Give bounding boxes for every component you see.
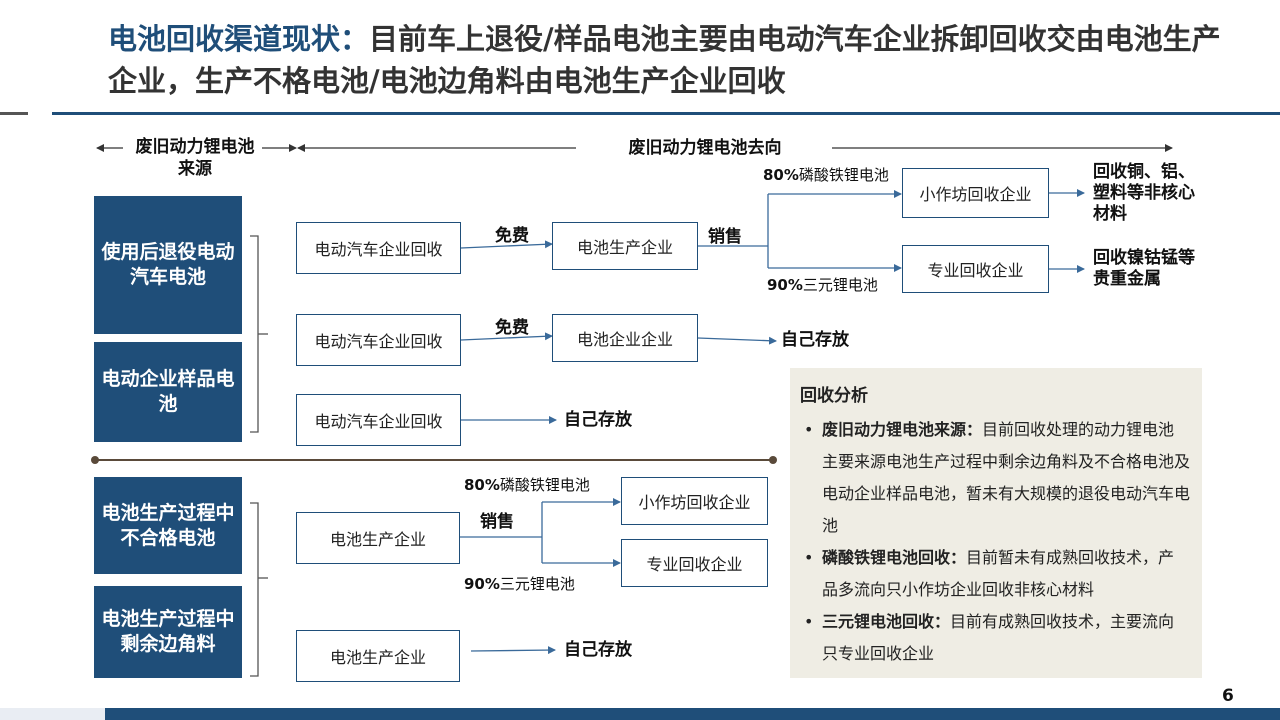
result-self-store-3: 自己存放 — [564, 640, 632, 660]
analysis-item-ncm: 三元锂电池回收：目前有成熟回收技术，主要流向只专业回收企业 — [800, 606, 1190, 670]
node-ev-recycle-3: 电动汽车企业回收 — [296, 394, 461, 446]
node-pro-recycler-2: 专业回收企业 — [621, 539, 768, 587]
source-defective-battery: 电池生产过程中不合格电池 — [94, 477, 242, 574]
label-sale-1: 销售 — [708, 227, 742, 247]
title-rule-left — [0, 112, 28, 115]
title-highlight: 电池回收渠道现状： — [108, 22, 370, 56]
header-destination: 废旧动力锂电池去向 — [628, 138, 782, 158]
footer-left-strip — [0, 708, 105, 720]
label-free-1: 免费 — [495, 226, 529, 246]
label-ncm-1: 90%三元锂电池 — [767, 276, 878, 294]
title-rest: 目前车上退役/样品电池主要由电动汽车企业拆卸回收交由电池生产企业，生产不格电池/… — [108, 22, 1221, 98]
title-rule — [52, 112, 1280, 115]
footer-bar — [105, 708, 1280, 720]
label-free-2: 免费 — [495, 318, 529, 338]
analysis-item-source: 废旧动力锂电池来源：目前回收处理的动力锂电池主要来源电池生产过程中剩余边角料及不… — [800, 414, 1190, 542]
node-ev-recycle-1: 电动汽车企业回收 — [296, 222, 461, 274]
node-pro-recycler-1: 专业回收企业 — [902, 245, 1049, 293]
analysis-heading: 回收分析 — [800, 386, 868, 406]
label-sale-2: 销售 — [480, 512, 514, 532]
node-battery-maker-2: 电池生产企业 — [296, 512, 460, 564]
node-battery-maker-3: 电池生产企业 — [296, 630, 460, 682]
analysis-panel: 回收分析 废旧动力锂电池来源：目前回收处理的动力锂电池主要来源电池生产过程中剩余… — [790, 368, 1202, 678]
node-ev-recycle-2: 电动汽车企业回收 — [296, 314, 461, 366]
label-lfp-1: 80%磷酸铁锂电池 — [763, 166, 889, 184]
source-retired-ev-battery: 使用后退役电动汽车电池 — [94, 196, 242, 334]
label-ncm-2: 90%三元锂电池 — [464, 575, 575, 593]
label-lfp-2: 80%磷酸铁锂电池 — [464, 476, 590, 494]
analysis-item-lfp: 磷酸铁锂电池回收：目前暂未有成熟回收技术，产品多流向只小作坊企业回收非核心材料 — [800, 542, 1190, 606]
result-precious-metals: 回收镍钴锰等贵重金属 — [1093, 248, 1195, 289]
page-title: 电池回收渠道现状：目前车上退役/样品电池主要由电动汽车企业拆卸回收交由电池生产企… — [108, 18, 1228, 102]
source-scrap-material: 电池生产过程中剩余边角料 — [94, 586, 242, 678]
node-workshop-2: 小作坊回收企业 — [621, 477, 768, 525]
page-number: 6 — [1222, 686, 1234, 706]
node-workshop-1: 小作坊回收企业 — [902, 168, 1049, 218]
result-self-store-1: 自己存放 — [781, 330, 849, 350]
node-battery-maker-1: 电池生产企业 — [552, 222, 698, 270]
header-source: 废旧动力锂电池来源 — [135, 137, 255, 179]
result-copper-aluminum: 回收铜、铝、塑料等非核心材料 — [1093, 162, 1195, 224]
node-battery-enterprise: 电池企业企业 — [552, 314, 698, 362]
result-self-store-2: 自己存放 — [564, 410, 632, 430]
source-ev-sample-battery: 电动企业样品电池 — [94, 342, 242, 442]
